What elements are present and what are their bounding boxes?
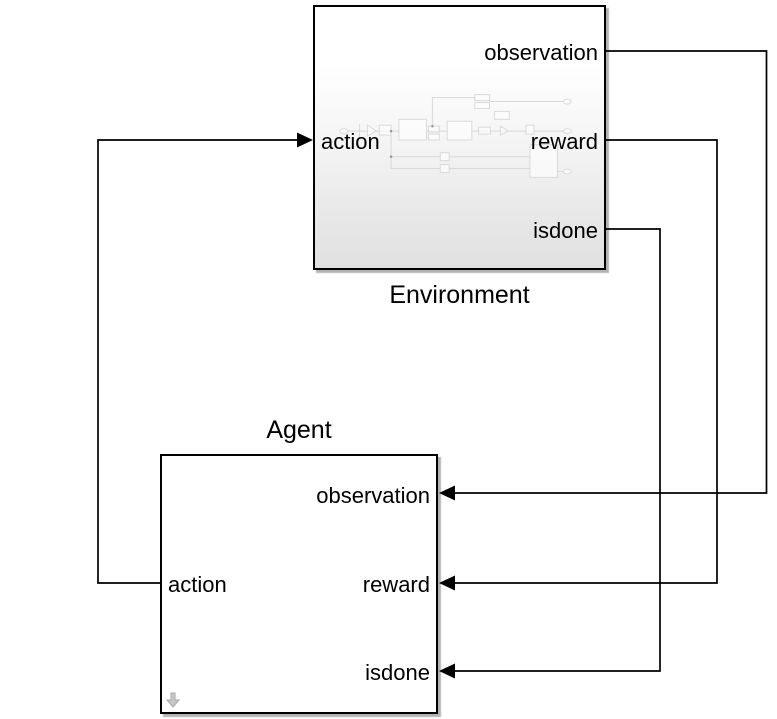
agent-port-isdone: isdone (365, 660, 430, 685)
environment-port-reward: reward (530, 129, 598, 154)
agent-block-title[interactable]: Agent (266, 416, 332, 444)
wire-action[interactable] (97, 132, 313, 584)
wire-observation[interactable] (439, 50, 768, 501)
agent-port-observation: observation (316, 483, 430, 508)
environment-port-observation: observation (484, 40, 598, 65)
wire-reward[interactable] (439, 139, 718, 591)
environment-preview-thumbnail (339, 94, 572, 178)
environment-port-action: action (321, 129, 380, 154)
agent-block[interactable]: observation action reward isdone (160, 454, 438, 714)
agent-port-action: action (168, 572, 227, 597)
environment-port-isdone: isdone (533, 218, 598, 243)
wire-isdone[interactable] (439, 228, 661, 679)
agent-port-reward: reward (362, 572, 430, 597)
environment-block-title[interactable]: Environment (389, 281, 530, 309)
environment-block[interactable]: observation action reward isdone (313, 5, 606, 270)
down-arrow-badge-icon (166, 692, 180, 708)
